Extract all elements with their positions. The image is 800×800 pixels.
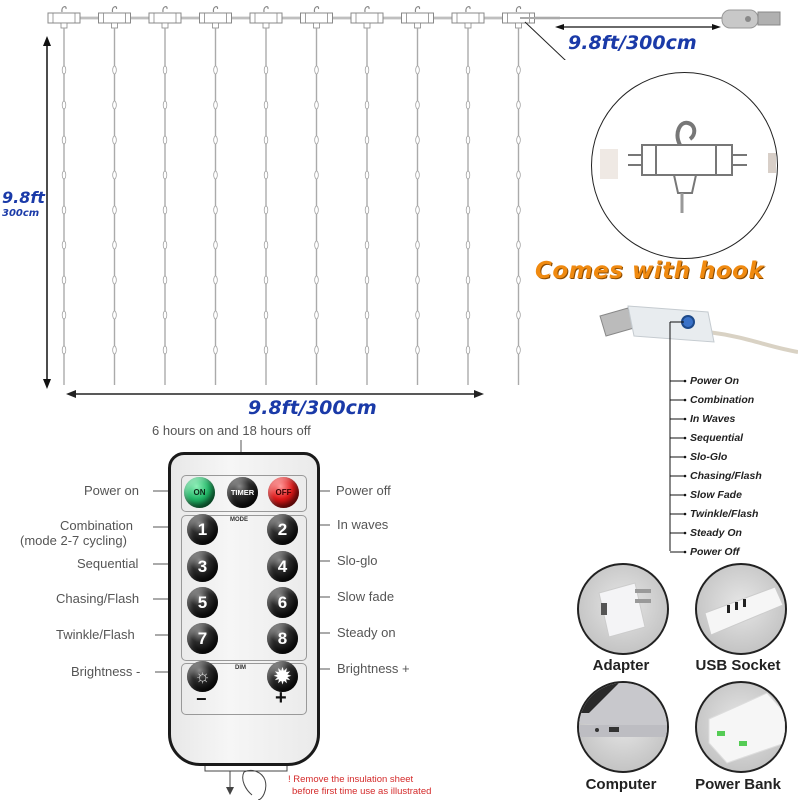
label-sequential: Sequential <box>77 556 139 571</box>
usb-mode-item: Combination <box>690 394 755 406</box>
power-source-computer-label: Computer <box>585 776 657 793</box>
power-source-usb-socket-label: USB Socket <box>695 657 781 674</box>
label-steady-on: Steady on <box>337 625 396 640</box>
power-source-power-bank-label: Power Bank <box>695 776 781 793</box>
label-in-waves: In waves <box>337 517 389 532</box>
hook-detail-circle <box>591 72 778 259</box>
computer-photo <box>577 681 669 773</box>
usb-mode-item: Power Off <box>690 546 740 558</box>
adapter-photo <box>577 563 669 655</box>
power-source-adapter-label: Adapter <box>592 657 650 674</box>
on-button[interactable]: ON <box>184 477 215 508</box>
mode-1-button[interactable]: 1 <box>187 514 218 545</box>
usb-mode-item: Twinkle/Flash <box>690 508 759 520</box>
off-button[interactable]: OFF <box>268 477 299 508</box>
usb-mode-list: Power On Combination In Waves Sequential… <box>690 372 762 562</box>
power-button-panel <box>181 475 307 512</box>
timer-note: 6 hours on and 18 hours off <box>152 423 311 438</box>
laptop-icon <box>579 683 667 737</box>
timer-button[interactable]: TIMER <box>227 477 258 508</box>
dim-sun-icon: ☼ <box>194 666 211 686</box>
usb-mode-item: Slo-Glo <box>690 451 728 463</box>
power-bank-icon <box>708 692 785 764</box>
label-chasing-flash: Chasing/Flash <box>56 591 140 606</box>
mode-6-button[interactable]: 6 <box>267 587 298 618</box>
brightness-up-button[interactable]: ✹ <box>267 661 298 692</box>
mode-8-button[interactable]: 8 <box>267 623 298 654</box>
usb-mode-item: Slow Fade <box>690 489 742 501</box>
brightness-down-button[interactable]: ☼ <box>187 661 218 692</box>
insulation-warning-line1: ! Remove the insulation sheet <box>288 774 414 785</box>
dim-section-label: DIM <box>235 665 246 671</box>
power-strip-icon <box>704 586 784 636</box>
usb-mode-item: In Waves <box>690 413 736 425</box>
mode-4-button[interactable]: 4 <box>267 551 298 582</box>
label-power-off: Power off <box>336 483 391 498</box>
dim-button-panel <box>181 663 307 715</box>
hook-callout-title: Comes with hook <box>535 258 765 284</box>
plus-sign: + <box>275 687 287 709</box>
usb-mode-item: Power On <box>690 375 740 387</box>
curtain-width-label: 9.8ft/300cm <box>248 397 377 419</box>
curtain-diagram <box>0 0 560 400</box>
mode-button-panel <box>181 515 307 661</box>
remote-control-body: MODE DIM ON TIMER OFF 1 2 3 4 5 6 7 8 ☼ … <box>168 452 320 766</box>
usb-mode-item: Steady On <box>690 527 742 539</box>
adapter-icon <box>598 582 651 638</box>
mode-3-button[interactable]: 3 <box>187 551 218 582</box>
label-combination: Combination <box>60 518 133 533</box>
curtain-height-ft-label: 9.8ft <box>2 188 45 207</box>
label-combination-sub: (mode 2-7 cycling) <box>20 533 127 548</box>
label-brightness-plus: Brightness + <box>337 661 410 676</box>
mode-2-button[interactable]: 2 <box>267 514 298 545</box>
minus-sign: − <box>196 689 207 709</box>
label-power-on: Power on <box>84 483 139 498</box>
label-slow-fade: Slow fade <box>337 589 395 604</box>
hook-icon <box>600 120 776 213</box>
label-twinkle-flash: Twinkle/Flash <box>56 627 135 642</box>
mode-section-label: MODE <box>230 517 248 523</box>
mode-5-button[interactable]: 5 <box>187 587 218 618</box>
lead-wire-graphic <box>520 9 781 60</box>
curtain-height-cm-label: 300cm <box>2 208 40 219</box>
bright-sun-icon: ✹ <box>274 666 291 688</box>
lead-wire-length-label: 9.8ft/300cm <box>568 32 697 54</box>
usb-mode-item: Chasing/Flash <box>690 470 762 482</box>
mode-7-button[interactable]: 7 <box>187 623 218 654</box>
label-slo-glo: Slo-glo <box>337 553 378 568</box>
usb-mode-item: Sequential <box>690 432 744 444</box>
power-bank-photo <box>695 681 787 773</box>
usb-socket-photo <box>695 563 787 655</box>
label-brightness-minus: Brightness - <box>71 664 141 679</box>
usb-plug-icon <box>599 305 798 372</box>
curtain-strands-graphic <box>43 6 560 398</box>
usb-controller-photo <box>598 302 798 372</box>
insulation-warning-line2: before first time use as illustrated <box>292 786 432 797</box>
